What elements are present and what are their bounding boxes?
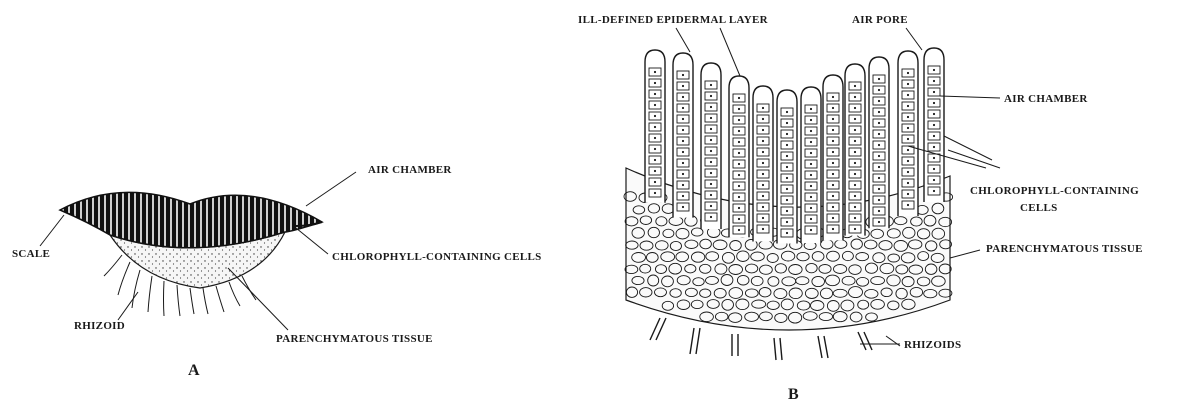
chlorophyll-column xyxy=(823,75,843,240)
figure-b-chlorophyll-columns xyxy=(645,48,944,243)
label-chlorophyll-cells-b-line2: CELLS xyxy=(1020,202,1058,215)
figure-a-chamber-layer xyxy=(60,192,322,247)
figure-a-section-drawing xyxy=(40,172,356,330)
chlorophyll-column xyxy=(924,48,944,202)
label-parenchymatous-tissue-a: PARENCHYMATOUS TISSUE xyxy=(276,333,433,346)
label-parenchymatous-tissue-b: PARENCHYMATOUS TISSUE xyxy=(986,243,1143,256)
chlorophyll-column xyxy=(801,87,821,243)
label-air-pore: AIR PORE xyxy=(852,14,908,27)
chlorophyll-column xyxy=(729,76,749,237)
chlorophyll-column xyxy=(777,90,797,243)
label-rhizoids: RHIZOIDS xyxy=(904,339,961,352)
chlorophyll-column xyxy=(701,63,721,229)
chlorophyll-column xyxy=(898,51,918,216)
label-air-chamber-a: AIR CHAMBER xyxy=(368,164,452,177)
chlorophyll-column xyxy=(869,57,889,228)
label-epidermal-layer: ILL-DEFINED EPIDERMAL LAYER xyxy=(578,14,768,27)
panel-letter-b: B xyxy=(788,386,799,404)
chlorophyll-column xyxy=(753,86,773,242)
figure-b-section-drawing xyxy=(624,28,1000,360)
label-chlorophyll-cells-b-line1: CHLOROPHYLL-CONTAINING xyxy=(970,185,1139,198)
label-scale: SCALE xyxy=(12,248,50,261)
chlorophyll-column xyxy=(845,64,865,236)
label-chlorophyll-cells-a: CHLOROPHYLL-CONTAINING CELLS xyxy=(332,251,542,264)
label-air-chamber-b: AIR CHAMBER xyxy=(1004,93,1088,106)
label-rhizoid: RHIZOID xyxy=(74,320,125,333)
panel-letter-a: A xyxy=(188,362,200,380)
chlorophyll-column xyxy=(645,50,665,203)
chlorophyll-column xyxy=(673,53,693,218)
